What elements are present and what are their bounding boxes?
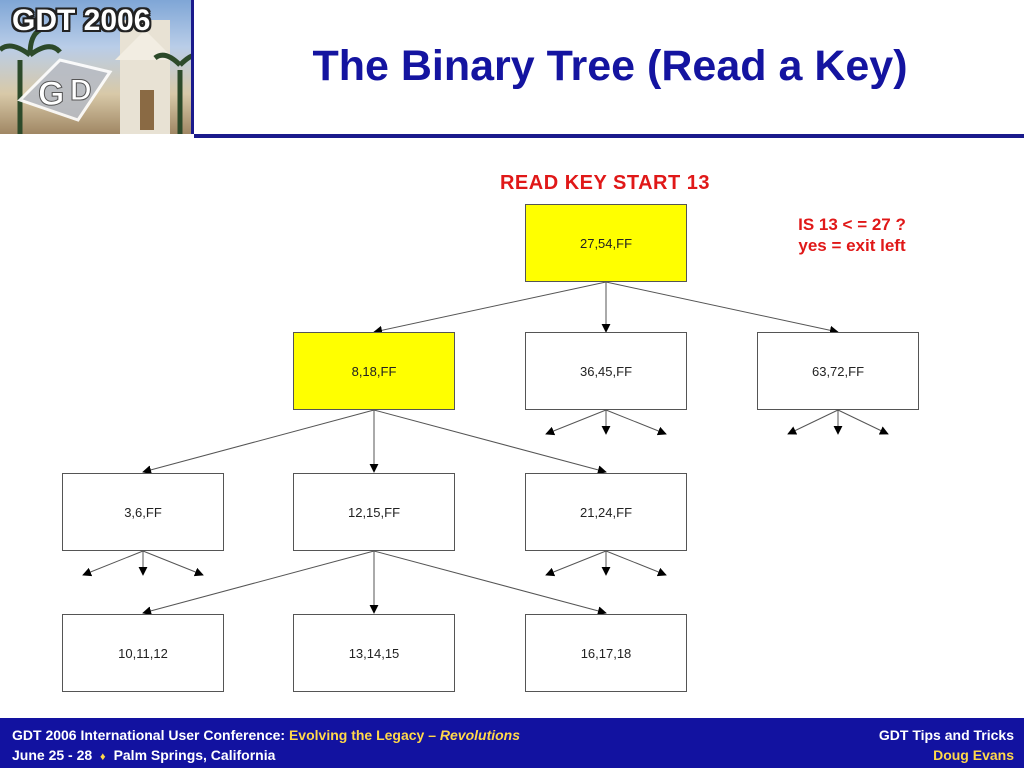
tree-edges (82, 281, 889, 616)
edge-l1left-left (142, 409, 375, 475)
stub-l2left-left (82, 550, 144, 577)
tree-node-l3-left: 10,11,12 (62, 614, 224, 692)
comparison-question: IS 13 < = 27 ? (798, 215, 906, 234)
edge-root-right (605, 281, 839, 335)
slide-title: The Binary Tree (Read a Key) (312, 42, 908, 90)
stub-l2left-right (142, 550, 204, 577)
footer-speaker: Doug Evans (933, 747, 1014, 763)
svg-text:G: G (38, 75, 64, 113)
edge-l2mid-right (373, 550, 607, 616)
tree-node-l1-mid: 36,45,FF (525, 332, 687, 410)
footer-conf-theme-italic: Revolutions (439, 727, 521, 743)
footer-conf-prefix: GDT 2006 International User Conference: (12, 727, 289, 743)
slide-header: G D GDT 2006 The Binary Tree (Read a Key… (0, 0, 1024, 138)
comparison-note: IS 13 < = 27 ? yes = exit left (742, 214, 962, 256)
binary-tree-diagram: READ KEY START 13 IS 13 < = 27 ? yes = e… (0, 138, 1024, 718)
stub-l1mid-left (545, 409, 607, 436)
stub-l2right-right (605, 550, 667, 577)
footer-conference: GDT 2006 International User Conference: … (12, 727, 520, 743)
header-divider (194, 134, 1024, 138)
logo-text: GDT 2006 (12, 4, 151, 37)
tree-node-l2-left: 3,6,FF (62, 473, 224, 551)
tree-node-l2-mid: 12,15,FF (293, 473, 455, 551)
svg-text:D: D (70, 74, 92, 107)
comparison-answer: yes = exit left (798, 236, 906, 255)
tree-node-l1-right: 63,72,FF (757, 332, 919, 410)
tree-node-l3-mid: 13,14,15 (293, 614, 455, 692)
edge-l2mid-left (142, 550, 375, 616)
tree-node-l1-left: 8,18,FF (293, 332, 455, 410)
tree-node-l2-right: 21,24,FF (525, 473, 687, 551)
stub-l1right-right (837, 409, 889, 435)
conference-logo: G D GDT 2006 (0, 0, 194, 134)
footer-conf-theme: Evolving the Legacy – (288, 727, 440, 743)
footer-dates: June 25 - 28 (12, 747, 93, 763)
tree-node-root: 27,54,FF (525, 204, 687, 282)
edge-l1left-right (373, 409, 607, 475)
logo-graphic: G D (0, 20, 191, 134)
footer-location: Palm Springs, California (113, 747, 276, 763)
stub-l1mid-right (605, 409, 667, 436)
footer-dates-location: June 25 - 28 ♦ Palm Springs, California (12, 747, 275, 763)
diagram-title: READ KEY START 13 (499, 172, 711, 194)
slide-footer: GDT 2006 International User Conference: … (0, 718, 1024, 768)
tree-node-l3-right: 16,17,18 (525, 614, 687, 692)
stub-l1right-left (787, 409, 839, 435)
diamond-separator-icon: ♦ (100, 751, 106, 763)
footer-talk-title: GDT Tips and Tricks (878, 727, 1014, 743)
edge-root-left (373, 281, 607, 335)
stub-l2right-left (545, 550, 607, 577)
